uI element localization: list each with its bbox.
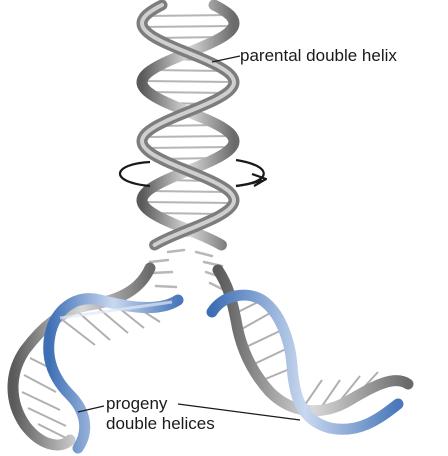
progeny-label-line-1: progeny (106, 394, 215, 414)
parental-double-helix-label: parental double helix (240, 46, 397, 66)
base-pair (143, 26, 234, 27)
base-pair (147, 191, 228, 192)
base-pair (142, 81, 234, 82)
base-pair (28, 408, 66, 426)
base-pair (151, 70, 224, 71)
base-pair (146, 15, 229, 16)
base-pair (144, 147, 232, 148)
base-pair (22, 392, 60, 410)
progeny-label-line-2: double helices (106, 414, 215, 434)
base-pair (240, 312, 272, 330)
base-pair (244, 330, 282, 348)
base-pair (148, 92, 228, 93)
base-pair (142, 202, 234, 203)
right-progeny-helix (212, 270, 408, 429)
base-pair (144, 136, 232, 137)
progeny-double-helices-label: progeny double helices (106, 394, 215, 434)
